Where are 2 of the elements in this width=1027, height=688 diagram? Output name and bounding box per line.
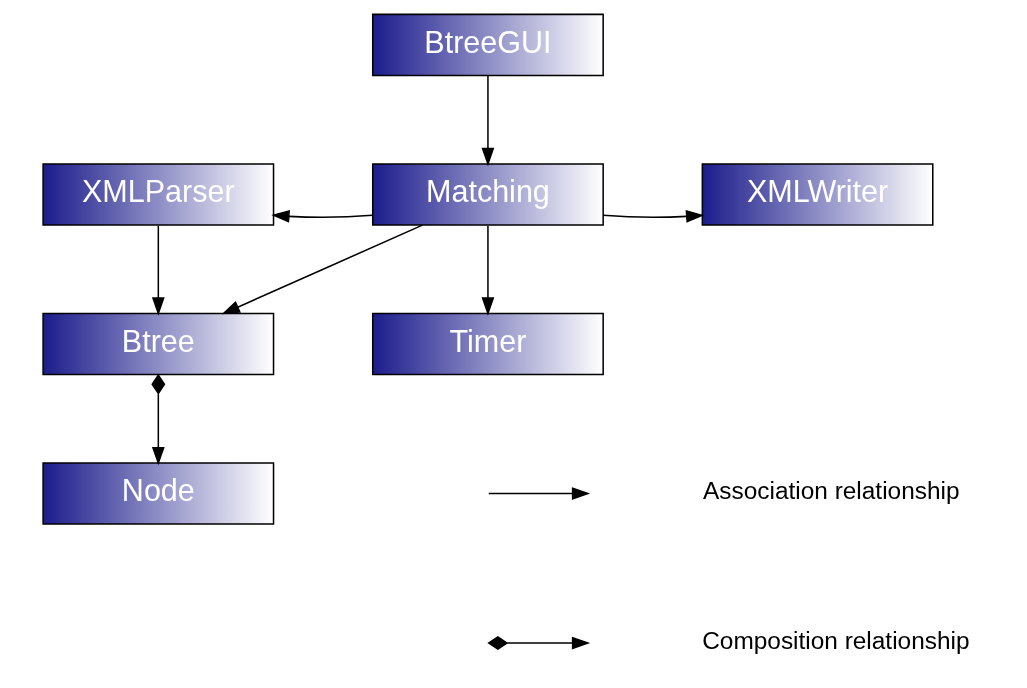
legend-label: Association relationship xyxy=(703,477,960,505)
legend-label: Composition relationship xyxy=(702,626,970,654)
